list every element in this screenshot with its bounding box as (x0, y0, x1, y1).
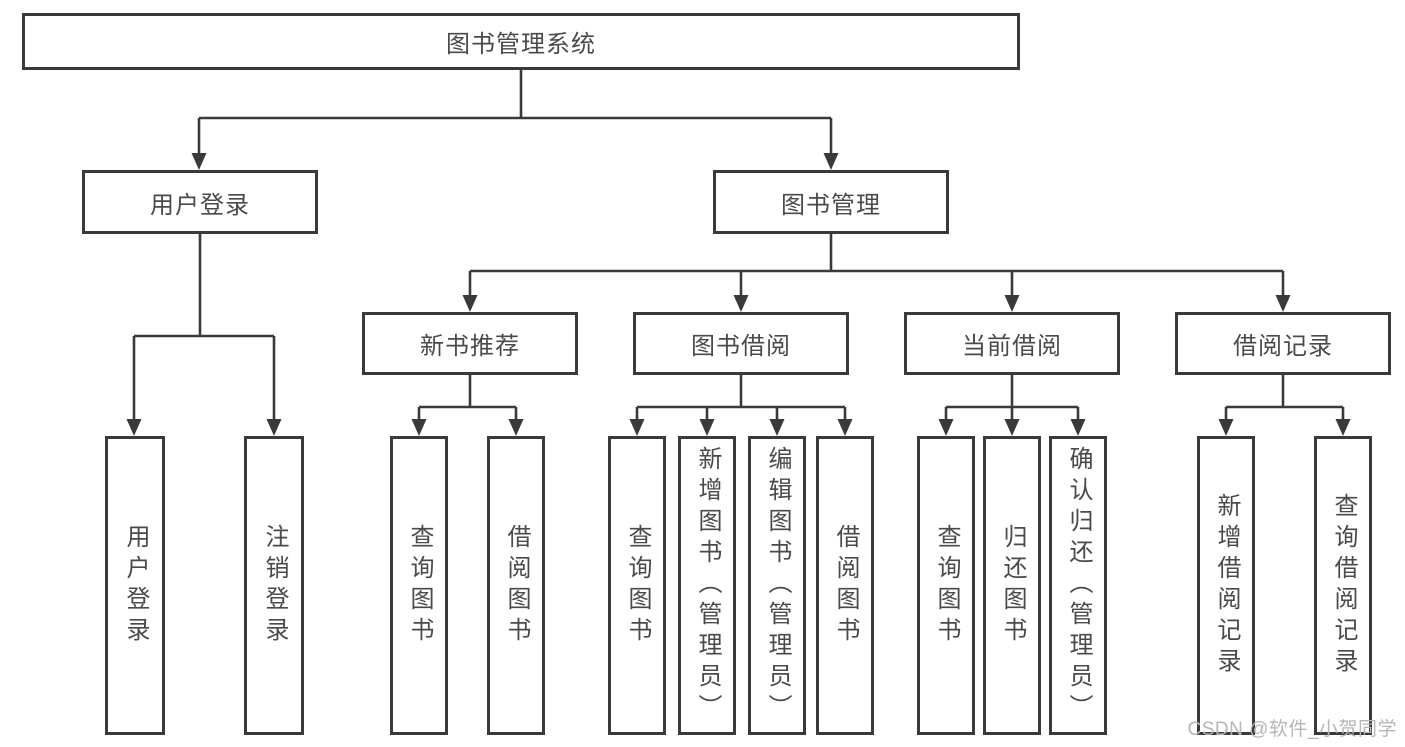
node-current-borrow: 当前借阅 (904, 312, 1120, 375)
leaf-user-login-label: 用户登录 (122, 523, 149, 648)
leaf-recommend-query-books-label: 查询图书 (406, 523, 433, 648)
leaf-logout-label: 注销登录 (261, 523, 288, 648)
leaf-recommend-query-books: 查询图书 (390, 436, 448, 735)
node-root-label: 图书管理系统 (446, 31, 596, 58)
leaf-recommend-borrow-books-label: 借阅图书 (503, 523, 530, 648)
leaf-borrow-books-label: 借阅图书 (832, 523, 859, 648)
node-borrow-records: 借阅记录 (1175, 312, 1391, 375)
node-book-borrow-label: 图书借阅 (691, 333, 791, 360)
leaf-confirm-return-admin: 确认归还（管理员） (1049, 436, 1107, 735)
leaf-edit-books-admin-label: 编辑图书（管理员） (764, 446, 791, 725)
node-new-book-recommend: 新书推荐 (362, 312, 578, 375)
leaf-return-books: 归还图书 (983, 436, 1041, 735)
node-book-management-label: 图书管理 (781, 191, 881, 219)
leaf-query-borrow-record-label: 查询借阅记录 (1330, 492, 1357, 679)
connector-book-borrow (635, 375, 847, 422)
node-book-management: 图书管理 (713, 170, 949, 234)
leaf-return-books-label: 归还图书 (999, 523, 1026, 648)
leaf-add-books-admin: 新增图书（管理员） (678, 436, 736, 735)
leaf-edit-books-admin: 编辑图书（管理员） (748, 436, 806, 735)
leaf-add-borrow-record-label: 新增借阅记录 (1213, 492, 1240, 679)
node-root: 图书管理系统 (22, 13, 1020, 70)
leaf-logout: 注销登录 (244, 436, 304, 735)
leaf-add-borrow-record: 新增借阅记录 (1197, 436, 1255, 735)
leaf-query-borrow-record: 查询借阅记录 (1314, 436, 1372, 735)
leaf-user-login: 用户登录 (105, 436, 165, 735)
node-borrow-records-label: 借阅记录 (1233, 333, 1333, 360)
node-new-book-recommend-label: 新书推荐 (420, 333, 520, 360)
node-current-borrow-label: 当前借阅 (962, 333, 1062, 360)
leaf-current-query-books: 查询图书 (917, 436, 975, 735)
watermark: CSDN @软件_小贺同学 (1187, 719, 1397, 740)
leaf-current-query-books-label: 查询图书 (933, 523, 960, 648)
leaf-add-books-admin-label: 新增图书（管理员） (694, 446, 721, 725)
leaf-recommend-borrow-books: 借阅图书 (487, 436, 545, 735)
node-user-login: 用户登录 (82, 170, 318, 234)
leaf-confirm-return-admin-label: 确认归还（管理员） (1065, 446, 1092, 725)
connector-user-login (132, 233, 276, 422)
leaf-borrow-query-books: 查询图书 (608, 436, 666, 735)
connector-borrow-records (1224, 375, 1345, 422)
connector-root (197, 70, 833, 156)
leaf-borrow-books: 借阅图书 (816, 436, 874, 735)
connector-book-management (468, 233, 1285, 298)
connector-new-book-recommend (417, 375, 518, 422)
leaf-borrow-query-books-label: 查询图书 (624, 523, 651, 648)
connector-current-borrow (944, 375, 1080, 422)
node-user-login-label: 用户登录 (150, 191, 250, 219)
node-book-borrow: 图书借阅 (633, 312, 849, 375)
